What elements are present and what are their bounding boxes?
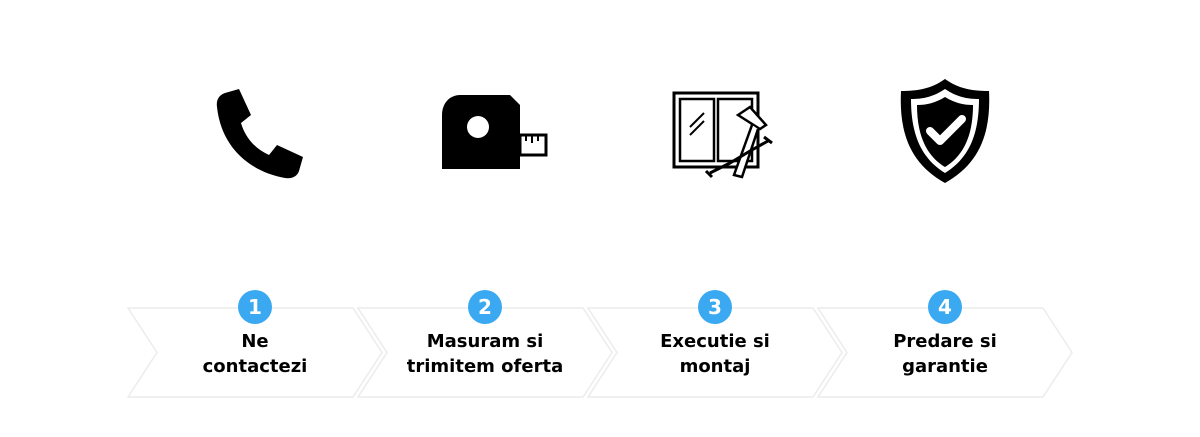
chevron-shape xyxy=(817,307,1073,398)
window-tools-icon xyxy=(672,91,773,179)
step-number-badge: 1 xyxy=(238,290,272,324)
shield-check-icon xyxy=(900,79,990,183)
chevron-shape xyxy=(357,307,613,398)
chevron-shape xyxy=(127,307,383,398)
step-number-badge: 3 xyxy=(698,290,732,324)
tape-measure-icon xyxy=(442,95,548,169)
chevron-shape xyxy=(587,307,843,398)
phone-icon xyxy=(216,89,303,179)
step-number-badge: 2 xyxy=(468,290,502,324)
step-number-badge: 4 xyxy=(928,290,962,324)
